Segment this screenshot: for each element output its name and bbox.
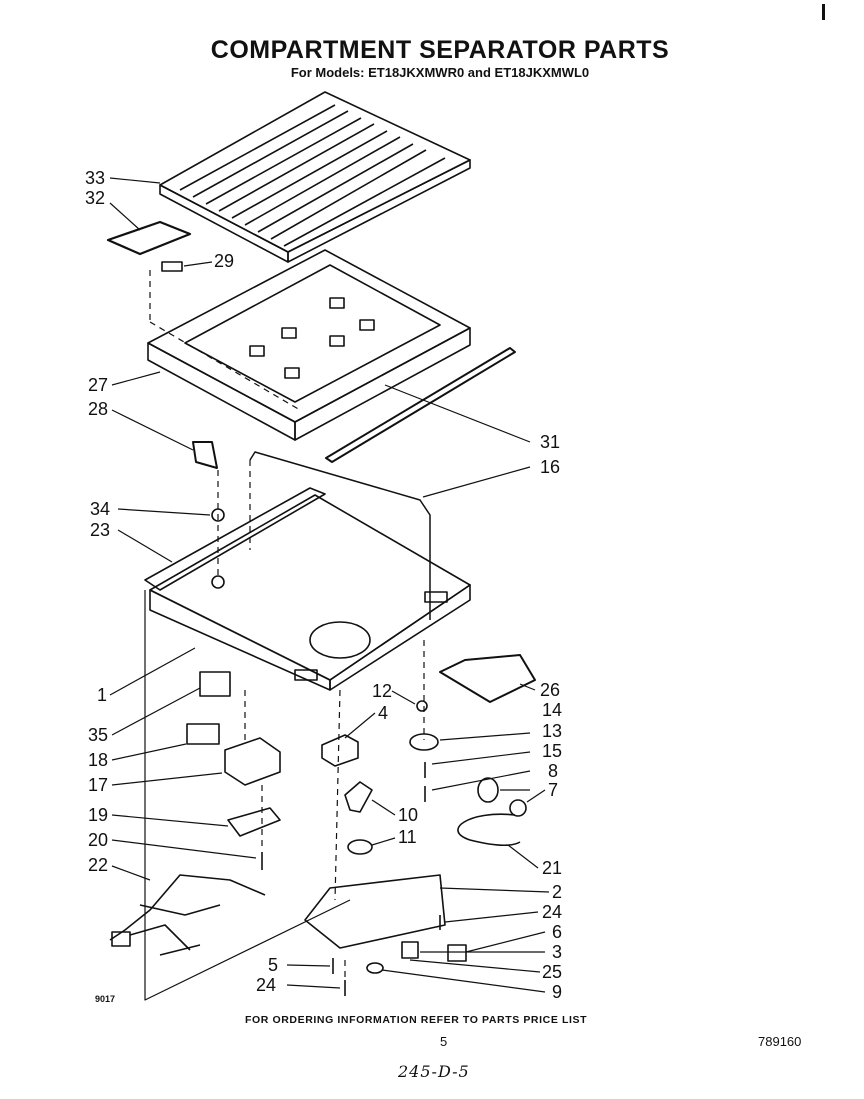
- callout-29: 29: [214, 251, 234, 271]
- callout-17: 17: [88, 775, 108, 795]
- part-2-housing: [304, 874, 446, 949]
- part-12: [416, 700, 428, 712]
- part-28: [192, 441, 218, 469]
- part-14: [409, 733, 439, 751]
- callout-22: 22: [88, 855, 108, 875]
- callout-9: 9: [552, 982, 562, 1002]
- callout-8: 8: [548, 761, 558, 781]
- callout-24: 24: [542, 902, 562, 922]
- part-3: [401, 941, 419, 959]
- part-22-harness: [109, 874, 266, 956]
- part-17: [224, 737, 281, 786]
- part-label: [106, 220, 192, 256]
- part-4: [321, 734, 359, 767]
- callout-6: 6: [552, 922, 562, 942]
- part-wire: [249, 451, 431, 620]
- callout-14: 14: [542, 700, 562, 720]
- page-subtitle: For Models: ET18JKXMWR0 and ET18JKXMWL0: [290, 65, 590, 80]
- callout-labels: 33 32 29 27 28 31 16 34 23 1 26 12 4 14 …: [85, 168, 562, 1002]
- part-pad-29: [161, 261, 183, 272]
- callout-1: 1: [97, 685, 107, 705]
- callout-20: 20: [88, 830, 108, 850]
- callout-34: 34: [90, 499, 110, 519]
- page-number: 5: [440, 1034, 448, 1049]
- part-10: [344, 781, 373, 813]
- part-6: [447, 944, 467, 962]
- callout-35: 35: [88, 725, 108, 745]
- callout-13: 13: [542, 721, 562, 741]
- part-frame: [147, 249, 471, 441]
- part-21: [457, 813, 521, 847]
- part-8: [477, 777, 499, 803]
- drawing-parts: [106, 91, 536, 1001]
- callout-18: 18: [88, 750, 108, 770]
- part-26: [439, 654, 536, 703]
- callout-4: 4: [378, 703, 388, 723]
- page-title: COMPARTMENT SEPARATOR PARTS: [210, 36, 670, 64]
- ordering-note: FOR ORDERING INFORMATION REFER TO PARTS …: [245, 1014, 588, 1026]
- callout-32: 32: [85, 188, 105, 208]
- callout-10: 10: [398, 805, 418, 825]
- callout-24-lower: 24: [256, 975, 276, 995]
- callout-31: 31: [540, 432, 560, 452]
- part-grille: [159, 91, 471, 263]
- drawing-small-parts: [109, 508, 527, 996]
- leader-lines: [109, 177, 550, 993]
- callout-25: 25: [542, 962, 562, 982]
- callout-26: 26: [540, 680, 560, 700]
- callout-28: 28: [88, 399, 108, 419]
- callout-33: 33: [85, 168, 105, 188]
- document-number: 789160: [758, 1034, 802, 1049]
- callout-11: 11: [398, 827, 417, 847]
- figure-number: 9017: [95, 994, 116, 1004]
- part-strip: [325, 347, 516, 463]
- part-35: [199, 671, 231, 697]
- callout-5: 5: [268, 955, 278, 975]
- part-separator: [144, 487, 471, 691]
- callout-12: 12: [372, 681, 392, 701]
- callout-19: 19: [88, 805, 108, 825]
- callout-21: 21: [542, 858, 562, 878]
- callout-16: 16: [540, 457, 560, 477]
- part-22-connector: [111, 931, 131, 947]
- part-18: [186, 723, 220, 745]
- part-11: [347, 839, 373, 855]
- part-25: [366, 962, 384, 974]
- callout-7: 7: [548, 780, 558, 800]
- alignment-lines: [149, 270, 425, 978]
- callout-23: 23: [90, 520, 110, 540]
- scan-mark: [822, 4, 825, 20]
- callout-15: 15: [542, 741, 562, 761]
- callout-3: 3: [552, 942, 562, 962]
- callout-2: 2: [552, 882, 562, 902]
- part-7: [509, 799, 527, 817]
- callout-27: 27: [88, 375, 108, 395]
- group-bracket: [144, 590, 351, 1001]
- handwritten-note: 245-D-5: [398, 1062, 470, 1081]
- part-19: [227, 807, 281, 837]
